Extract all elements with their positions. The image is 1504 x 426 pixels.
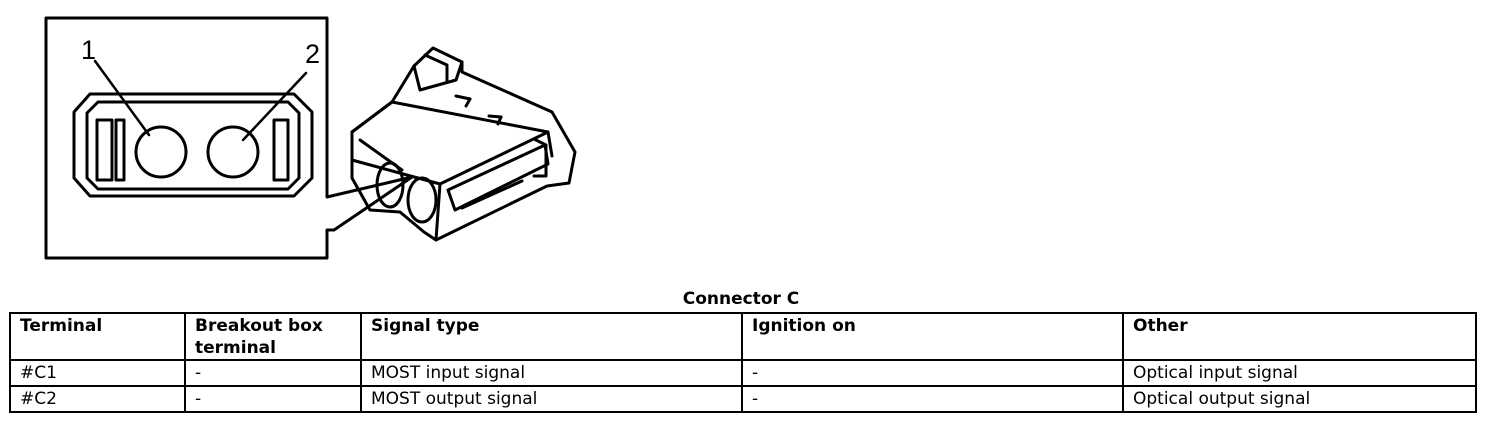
header-signal-type: Signal type [360,312,743,361]
callout-2: 2 [305,39,320,69]
table-row: #C1 - MOST input signal - Optical input … [9,359,1477,387]
terminal-1-circle [134,125,188,179]
table-caption: Connector C [682,289,800,309]
table-header-row: Terminal Breakout box terminal Signal ty… [9,312,1477,361]
terminal-2-circle [206,125,260,179]
connector-diagram: 1 2 [44,16,577,260]
table-row: #C2 - MOST output signal - Optical outpu… [9,385,1477,413]
connector-face [72,59,314,198]
header-ignition-on: Ignition on [741,312,1124,361]
cell-signal-type: MOST output signal [360,385,743,413]
housing-terminal-1 [375,161,405,209]
detail-inset-frame [44,16,414,260]
header-other: Other [1122,312,1477,361]
cell-terminal: #C1 [9,359,186,387]
header-breakout-box-terminal: Breakout box terminal [184,312,362,361]
leader-line-1 [93,59,151,137]
cell-ignition-on: - [741,359,1124,387]
header-terminal: Terminal [9,312,186,361]
callout-1: 1 [81,35,96,65]
leader-line-2 [241,71,308,142]
cell-breakout-box-terminal: - [184,385,362,413]
housing-terminal-2 [406,176,438,224]
cell-other: Optical output signal [1122,385,1477,413]
cell-other: Optical input signal [1122,359,1477,387]
cell-terminal: #C2 [9,385,186,413]
connector-housing [350,46,577,242]
cell-breakout-box-terminal: - [184,359,362,387]
terminal-table: Terminal Breakout box terminal Signal ty… [9,312,1477,413]
cell-ignition-on: - [741,385,1124,413]
cell-signal-type: MOST input signal [360,359,743,387]
